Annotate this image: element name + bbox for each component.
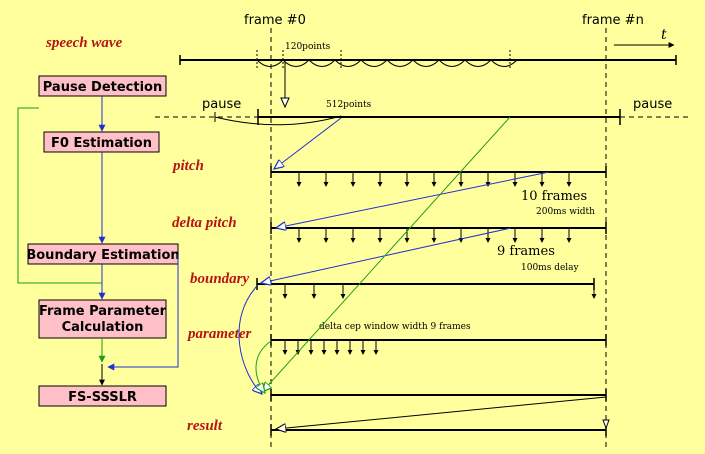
flow-512-to-pitch <box>274 117 342 169</box>
frame-tick-head <box>347 350 353 355</box>
frame-tick-head <box>340 294 346 299</box>
block-frame-parameter: Frame Parameter Calculation <box>38 299 167 339</box>
flow-delta-to-boundary <box>261 227 512 283</box>
block-boundary-estimation: Boundary Estimation <box>26 243 180 265</box>
delay-100-note: 100ms delay <box>521 263 580 273</box>
block-pause-detection: Pause Detection <box>38 75 167 97</box>
points-120-label: 120points <box>285 42 331 52</box>
flow-pitch-to-delta <box>276 171 550 228</box>
width-200-note: 200ms width <box>536 207 595 217</box>
boundary-frame-ticks <box>282 285 597 299</box>
nine-frames-note: 9 frames <box>497 244 555 259</box>
frame-tick-head <box>485 238 491 243</box>
block-f0-estimation: F0 Estimation <box>43 131 160 153</box>
points-512-arc <box>214 115 342 126</box>
frame-tick-head <box>350 182 356 187</box>
frame-tick-head <box>566 238 572 243</box>
pause-right-label: pause <box>633 97 672 112</box>
window-arcs <box>256 59 518 67</box>
row-label-boundary: boundary <box>190 271 250 287</box>
frame-tick-head <box>539 238 545 243</box>
row-label-parameter: parameter <box>186 326 251 342</box>
pitch-frame-ticks <box>296 173 572 187</box>
frame-tick-head <box>350 238 356 243</box>
frame-tick-head <box>512 182 518 187</box>
delta-cep-note: delta cep window width 9 frames <box>319 322 471 332</box>
frame-tick-head <box>296 182 302 187</box>
frame-tick-head <box>404 238 410 243</box>
block-fs-sssl-label: FS-SSSLR <box>68 390 137 405</box>
block-fs-sssl: FS-SSSLR <box>38 385 167 407</box>
flow-boundary-to-fs-blue <box>238 285 262 394</box>
frame-tick-head <box>512 238 518 243</box>
frame-tick-head <box>377 182 383 187</box>
pause-left-label: pause <box>202 97 241 112</box>
time-label: t <box>661 27 667 43</box>
frame-tick-head <box>334 350 340 355</box>
block-f0-estimation-label: F0 Estimation <box>51 136 152 151</box>
frame-tick-head <box>431 182 437 187</box>
points-512-label: 512points <box>326 100 372 110</box>
frame-tick-head <box>323 182 329 187</box>
frame-tick-head <box>539 182 545 187</box>
row-label-delta-pitch: delta pitch <box>172 215 237 231</box>
block-frame-parameter-line1: Frame Parameter <box>39 304 167 319</box>
flow-pause-green <box>17 107 102 284</box>
frame-0-label: frame #0 <box>244 13 306 28</box>
frame-tick-head <box>308 350 314 355</box>
frame-tick-head <box>296 238 302 243</box>
frame-tick-head <box>373 350 379 355</box>
delta-pitch-frame-ticks <box>296 229 572 243</box>
frame-tick-head <box>311 294 317 299</box>
frame-tick-head <box>282 350 288 355</box>
frame-tick-head <box>591 294 597 299</box>
result-diagonal <box>276 396 607 429</box>
speech-wave-label: speech wave <box>45 35 123 51</box>
parameter-frame-ticks <box>282 341 379 355</box>
flow-param-to-fs-green-curve <box>256 340 272 393</box>
flow-pause-to-parameter-green <box>262 116 511 392</box>
frame-tick-head <box>458 182 464 187</box>
block-pause-detection-label: Pause Detection <box>43 80 163 95</box>
ten-frames-note: 10 frames <box>521 189 587 204</box>
frame-tick-head <box>321 350 327 355</box>
frame-tick-head <box>404 182 410 187</box>
frame-tick-head <box>360 350 366 355</box>
frame-tick-head <box>431 238 437 243</box>
frame-tick-head <box>566 182 572 187</box>
block-frame-parameter-line2: Calculation <box>62 320 144 335</box>
frame-n-label: frame #n <box>582 13 644 28</box>
frame-tick-head <box>377 238 383 243</box>
frame-tick-head <box>323 238 329 243</box>
row-label-pitch: pitch <box>171 158 204 174</box>
block-boundary-estimation-label: Boundary Estimation <box>26 248 179 263</box>
row-label-result: result <box>187 418 223 434</box>
frame-tick-head <box>282 294 288 299</box>
flow-boundary-blue-side <box>107 254 179 371</box>
